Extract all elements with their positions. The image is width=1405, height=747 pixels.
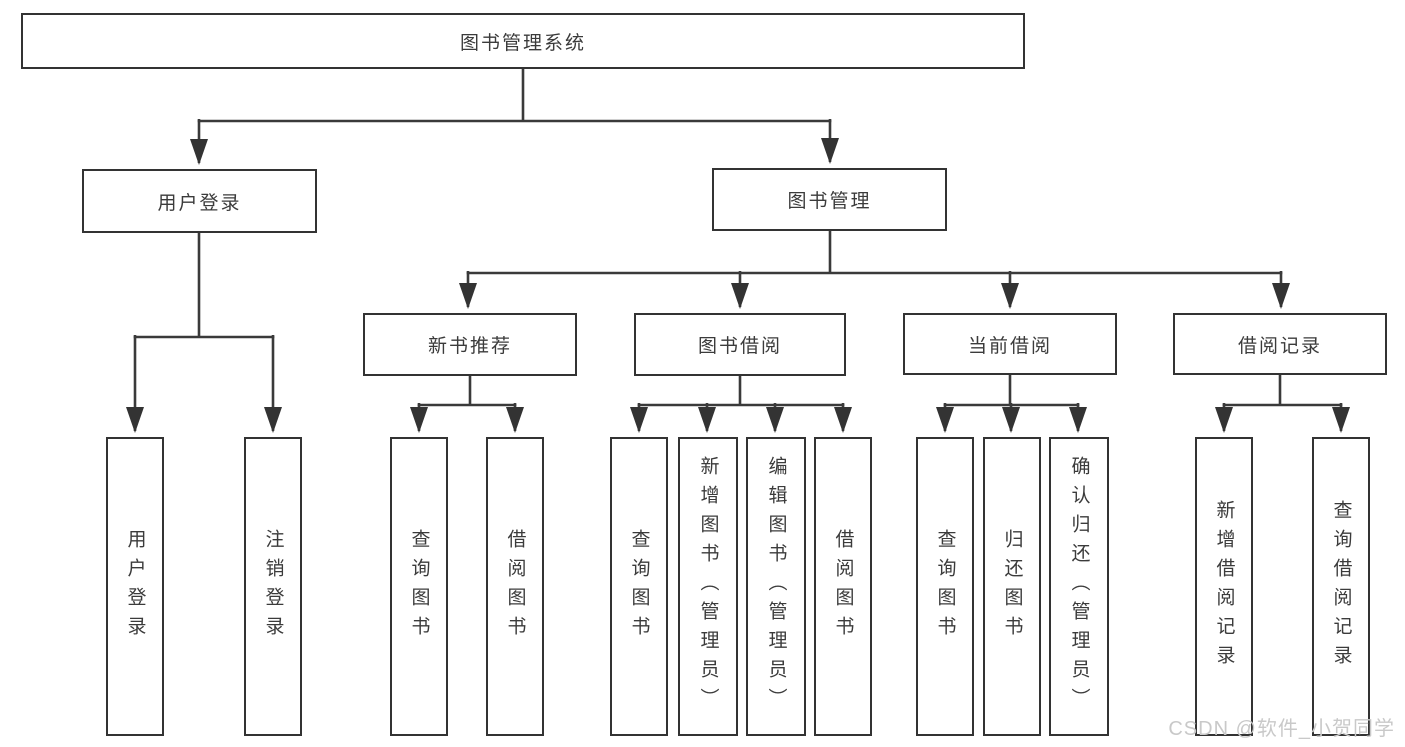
leaf-user-login: 用户登录 xyxy=(106,437,164,736)
leaf-current-return-books-label: 归还图书 xyxy=(1001,528,1023,645)
node-group-borrowing-records: 借阅记录 xyxy=(1173,313,1387,375)
node-group-current-borrowing: 当前借阅 xyxy=(903,313,1117,375)
leaf-recommend-query-books: 查询图书 xyxy=(390,437,448,736)
leaf-records-add-borrow-record: 新增借阅记录 xyxy=(1195,437,1253,736)
leaf-records-query-borrow-record-label: 查询借阅记录 xyxy=(1330,499,1352,674)
node-group-new-book-recommend: 新书推荐 xyxy=(363,313,577,376)
node-branch-user-login-label: 用户登录 xyxy=(157,192,242,214)
leaf-user-login-label: 用户登录 xyxy=(124,528,146,645)
node-root-label: 图书管理系统 xyxy=(459,32,586,54)
node-group-book-borrowing-label: 图书借阅 xyxy=(697,336,782,357)
leaf-borrowing-borrow-books: 借阅图书 xyxy=(814,437,872,736)
leaf-records-query-borrow-record: 查询借阅记录 xyxy=(1312,437,1370,736)
leaf-borrowing-query-books-label: 查询图书 xyxy=(628,528,650,645)
leaf-current-query-books: 查询图书 xyxy=(916,437,974,736)
node-group-borrowing-records-label: 借阅记录 xyxy=(1237,335,1322,357)
leaf-records-add-borrow-record-label: 新增借阅记录 xyxy=(1213,499,1235,674)
leaf-recommend-borrow-books-label: 借阅图书 xyxy=(504,528,526,645)
leaf-current-confirm-return-admin-label: 确认归还（管理员） xyxy=(1068,456,1090,717)
leaf-borrowing-borrow-books-label: 借阅图书 xyxy=(832,528,854,645)
leaf-current-query-books-label: 查询图书 xyxy=(934,528,956,645)
leaf-recommend-query-books-label: 查询图书 xyxy=(408,528,430,645)
node-root-system: 图书管理系统 xyxy=(21,13,1025,69)
node-group-new-book-recommend-label: 新书推荐 xyxy=(427,336,512,357)
leaf-logout-label: 注销登录 xyxy=(262,528,284,645)
node-branch-user-login: 用户登录 xyxy=(82,169,317,233)
node-group-current-borrowing-label: 当前借阅 xyxy=(967,335,1052,357)
leaf-borrowing-query-books: 查询图书 xyxy=(610,437,668,736)
leaf-logout: 注销登录 xyxy=(244,437,302,736)
leaf-borrowing-add-books-admin: 新增图书（管理员） xyxy=(678,437,738,736)
leaf-current-confirm-return-admin: 确认归还（管理员） xyxy=(1049,437,1109,736)
leaf-borrowing-edit-books-admin-label: 编辑图书（管理员） xyxy=(765,456,787,717)
node-branch-book-management-label: 图书管理 xyxy=(787,191,872,212)
node-group-book-borrowing: 图书借阅 xyxy=(634,313,846,376)
leaf-current-return-books: 归还图书 xyxy=(983,437,1041,736)
leaf-borrowing-add-books-admin-label: 新增图书（管理员） xyxy=(697,456,719,717)
leaf-borrowing-edit-books-admin: 编辑图书（管理员） xyxy=(746,437,806,736)
leaf-recommend-borrow-books: 借阅图书 xyxy=(486,437,544,736)
node-branch-book-management: 图书管理 xyxy=(712,168,947,231)
